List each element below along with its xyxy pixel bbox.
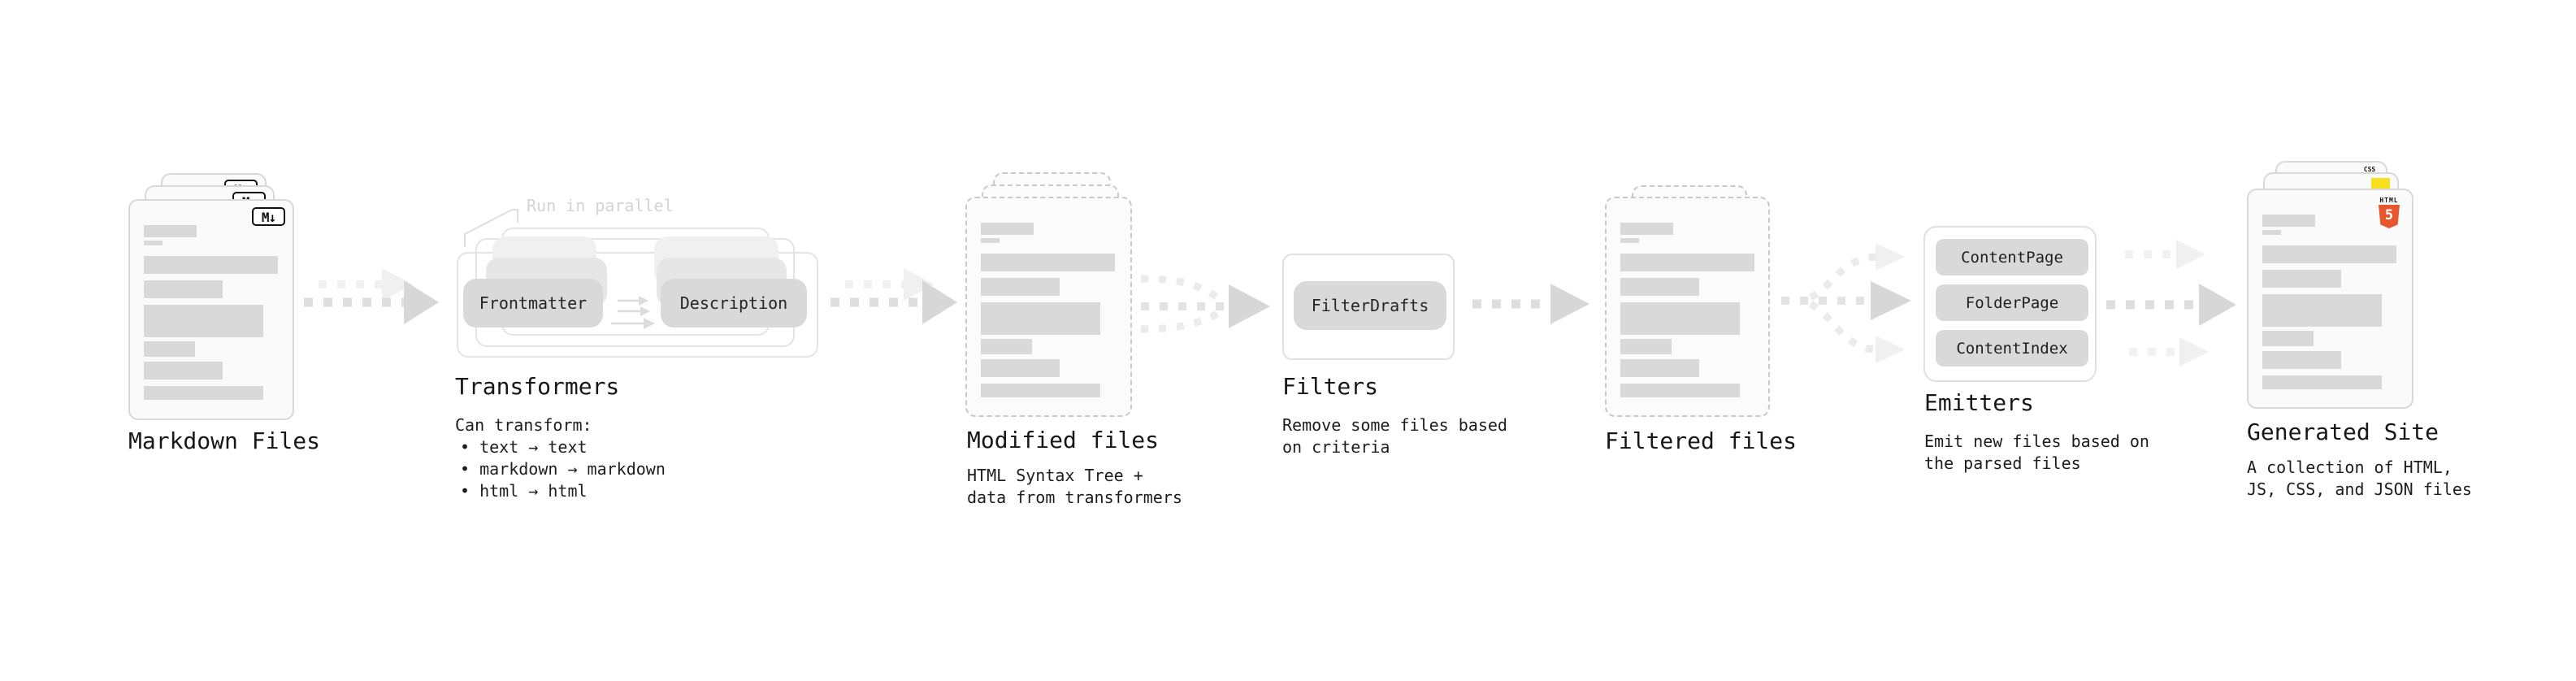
text-line-bar — [144, 362, 223, 380]
text-line-bar — [144, 305, 263, 337]
generated-site-desc: A collection of HTML, JS, CSS, and JSON … — [2247, 458, 2472, 499]
text-line-bar — [1620, 302, 1740, 335]
text-line-bar — [144, 280, 223, 298]
bullet-item: • markdown → markdown — [460, 459, 666, 479]
modified-files-desc: HTML Syntax Tree + data from transformer… — [967, 466, 1182, 507]
html5-icon-shield: 5 — [2379, 205, 2400, 228]
text-line-bar — [981, 384, 1100, 397]
contentindex-pill: ContentIndex — [1936, 330, 2088, 367]
run-in-parallel-note: Run in parallel — [527, 196, 674, 215]
text-line-bar — [2262, 215, 2315, 227]
text-line-bar — [1620, 238, 1639, 243]
document-content-placeholder — [981, 223, 1115, 397]
text-line-bar — [2262, 375, 2382, 389]
modified-file-card — [965, 197, 1132, 417]
text-line-bar — [2262, 331, 2314, 346]
emitters-title: Emitters — [1924, 389, 2034, 416]
description-pill: Description — [661, 279, 807, 327]
html5-icon-label: HTML — [2379, 197, 2399, 204]
arrow-emitters-to-generated — [2106, 240, 2236, 367]
generated-site-title: Generated Site — [2247, 419, 2439, 445]
filterdrafts-pill: FilterDrafts — [1294, 281, 1446, 330]
transformers-title: Transformers — [455, 373, 620, 400]
text-line-bar — [144, 386, 263, 400]
text-line-bar — [2262, 230, 2281, 235]
text-line-bar — [981, 223, 1034, 235]
text-line-bar — [1620, 223, 1673, 235]
markdown-icon: M↓ — [252, 207, 285, 226]
emitters-desc: Emit new files based on the parsed files — [1924, 432, 2149, 473]
modified-files-title: Modified files — [967, 427, 1160, 453]
text-line-bar — [2262, 270, 2341, 288]
arrow-filters-to-filtered — [1472, 284, 1589, 324]
text-line-bar — [1620, 384, 1740, 397]
document-content-placeholder — [144, 225, 278, 400]
generated-site-card: HTML 5 — [2247, 189, 2413, 409]
text-line-bar — [981, 302, 1100, 335]
arrow-filtered-to-emitters — [1781, 243, 1911, 363]
filters-box: FilterDrafts — [1282, 254, 1455, 360]
text-line-bar — [144, 225, 197, 237]
arrow-transformers-to-modified — [830, 268, 957, 324]
text-line-bar — [2262, 294, 2382, 327]
text-line-bar — [144, 341, 195, 357]
text-line-bar — [981, 359, 1060, 377]
text-line-bar — [144, 256, 278, 274]
markdown-file-card: M↓ — [128, 199, 294, 420]
html5-icon: HTML 5 — [2374, 197, 2404, 228]
text-line-bar — [1620, 339, 1672, 354]
document-content-placeholder — [2262, 215, 2396, 389]
filters-title: Filters — [1282, 373, 1379, 400]
text-line-bar — [1620, 359, 1699, 377]
text-line-bar — [981, 278, 1060, 296]
folderpage-pill: FolderPage — [1936, 284, 2088, 321]
text-line-bar — [1620, 254, 1754, 271]
frontmatter-pill: Frontmatter — [463, 279, 603, 327]
transformers-desc-heading: Can transform: — [455, 415, 592, 435]
filters-desc: Remove some files based on criteria — [1282, 415, 1507, 457]
bullet-item: • text → text — [460, 437, 588, 457]
arrow-markdown-to-transformers — [304, 268, 439, 324]
emitters-box: ContentPage FolderPage ContentIndex — [1923, 226, 2097, 382]
javascript-icon — [2371, 178, 2390, 189]
document-content-placeholder — [1620, 223, 1754, 397]
text-line-bar — [981, 238, 1000, 243]
text-line-bar — [981, 339, 1032, 354]
transformer-box-front — [457, 252, 818, 358]
markdown-files-title: Markdown Files — [128, 427, 321, 454]
transformers-bullet-list: • text → text • markdown → markdown • ht… — [460, 436, 666, 502]
filtered-file-card — [1605, 197, 1770, 417]
arrow-modified-to-filters — [1140, 275, 1270, 333]
text-line-bar — [2262, 351, 2341, 369]
bullet-item: • html → html — [460, 481, 588, 501]
filtered-files-title: Filtered files — [1605, 427, 1798, 454]
text-line-bar — [981, 254, 1115, 271]
text-line-bar — [1620, 278, 1699, 296]
text-line-bar — [144, 241, 163, 245]
text-line-bar — [2262, 245, 2396, 263]
contentpage-pill: ContentPage — [1936, 239, 2088, 275]
